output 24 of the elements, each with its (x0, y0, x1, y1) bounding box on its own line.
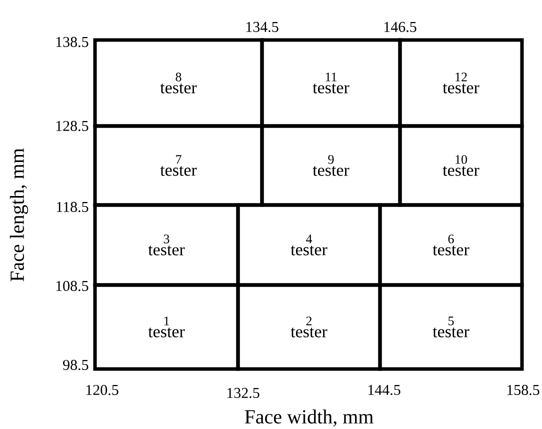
tick-label: 158.5 (507, 384, 540, 396)
tester-cell: 12 tester (398, 38, 524, 128)
tester-cell: 6 tester (378, 203, 524, 287)
tester-cell: 10 tester (398, 124, 524, 207)
tester-cell: 8 tester (93, 38, 264, 128)
tick-label: 132.5 (227, 388, 260, 398)
tick-label: 120.5 (86, 384, 118, 396)
tick-label: 146.5 (384, 22, 416, 32)
tester-cell: 7 tester (93, 124, 264, 207)
tick-label: 134.5 (246, 22, 278, 32)
tester-cell: 9 tester (260, 124, 402, 207)
tick-label: 128.5 (56, 120, 88, 132)
axis-title: Face length, mm (10, 148, 28, 282)
tester-cell: 5 tester (378, 283, 524, 371)
tester-cell: 3 tester (93, 203, 240, 287)
tester-cell: 2 tester (236, 283, 382, 371)
tester-cell: 11 tester (260, 38, 402, 128)
tick-label: 118.5 (56, 202, 88, 212)
axis-title: Face width, mm (244, 410, 374, 426)
tester-cell: 4 tester (236, 203, 382, 287)
tick-label: 138.5 (56, 36, 88, 48)
tick-label: 108.5 (56, 280, 88, 292)
tick-label: 144.5 (368, 384, 400, 396)
tester-cell: 1 tester (93, 283, 240, 371)
